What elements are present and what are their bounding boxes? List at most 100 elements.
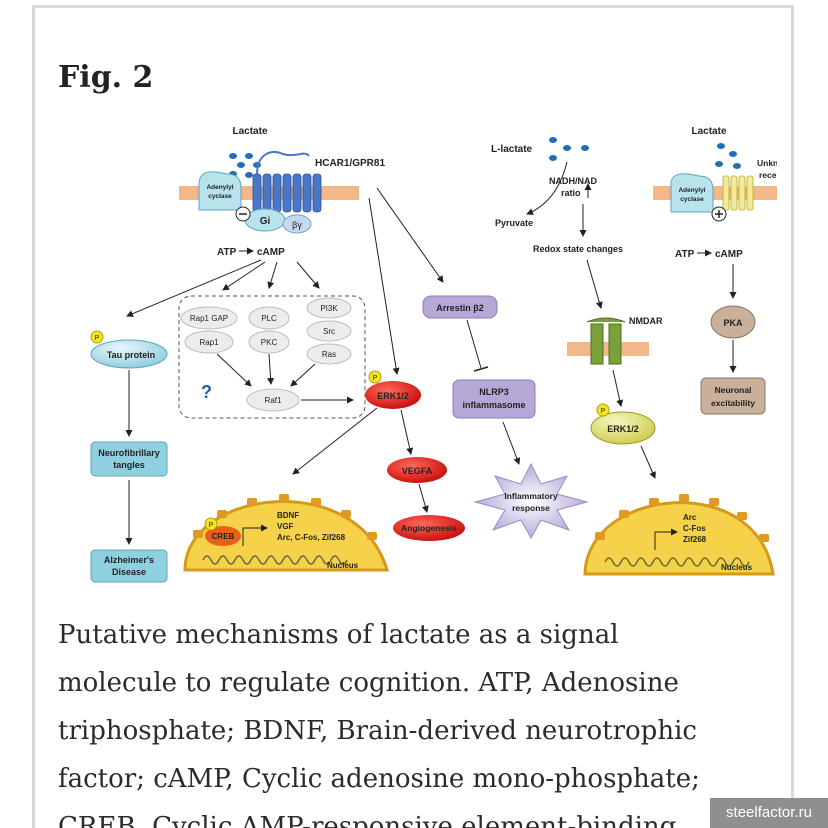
unknown-label-1: Unknown bbox=[757, 158, 777, 168]
alzheimers-disease bbox=[90, 549, 168, 583]
erk-mid-arrow bbox=[640, 445, 656, 479]
kinase-cluster-box bbox=[178, 295, 366, 419]
phospho-tau-label: P bbox=[95, 335, 100, 342]
erk-left-label: ERK1/2 bbox=[377, 391, 409, 401]
nmdar-top bbox=[586, 317, 626, 323]
raf1-label: Raf1 bbox=[265, 396, 282, 405]
dna-left bbox=[202, 555, 348, 565]
lactate-molecules-left bbox=[229, 153, 261, 178]
angiogenesis bbox=[393, 515, 465, 541]
pyruvate-label: Pyruvate bbox=[495, 218, 533, 228]
figure-card: Fig. 2 bbox=[32, 5, 794, 828]
tau-protein-label: Tau protein bbox=[107, 350, 155, 360]
nadh-label-2: ratio bbox=[561, 188, 581, 198]
neuro-label-2: tangles bbox=[113, 460, 145, 470]
neurofibrillary-tangles bbox=[90, 441, 168, 477]
phospho-tau bbox=[90, 330, 104, 344]
pka-label: PKA bbox=[723, 318, 743, 328]
kinase-arrows bbox=[216, 353, 354, 404]
watermark: steelfactor.ru bbox=[710, 798, 828, 828]
camp-right: cAMP bbox=[715, 249, 743, 260]
nucleus-left-label: Nucleus bbox=[327, 561, 359, 570]
arrestin-inhibit bbox=[466, 319, 482, 369]
arc-label: Arc bbox=[683, 513, 697, 522]
hcar1-receptor bbox=[252, 173, 322, 213]
nmdar-label: NMDAR bbox=[629, 316, 663, 326]
lactate-molecules-right bbox=[715, 143, 741, 169]
lactate-label-right: Lactate bbox=[691, 126, 726, 137]
lactate-molecules-mid bbox=[549, 137, 589, 161]
dna-right bbox=[604, 557, 750, 567]
pkc-label: PKC bbox=[261, 338, 278, 347]
arrestin-inhibit-bar bbox=[473, 366, 489, 372]
atp-right: ATP bbox=[675, 249, 695, 260]
excit-label-1: Neuronal bbox=[715, 385, 752, 395]
atp-left: ATP bbox=[217, 247, 237, 258]
phospho-erk-mid bbox=[596, 403, 610, 417]
redox-label: Redox state changes bbox=[533, 244, 623, 254]
creb-label: CREB bbox=[212, 532, 235, 541]
membrane-mid bbox=[567, 342, 649, 356]
nucleus-right-pores bbox=[595, 494, 769, 542]
beta-gamma-subunit bbox=[282, 214, 312, 234]
l-lactate-label: L-lactate bbox=[491, 144, 533, 155]
vgf-label: VGF bbox=[277, 522, 294, 531]
phospho-erk-left-label: P bbox=[373, 375, 378, 382]
receptor-label: HCAR1/GPR81 bbox=[315, 158, 385, 169]
kinase-nodes bbox=[180, 297, 352, 412]
nmdar-erk-arrow bbox=[612, 369, 624, 407]
cfos-label: C-Fos bbox=[683, 524, 706, 533]
gi-label: Gi bbox=[260, 216, 271, 227]
question-mark: ? bbox=[201, 382, 212, 402]
neuro-label-1: Neurofibrillary bbox=[98, 448, 160, 458]
excit-label-2: excitability bbox=[711, 398, 755, 408]
arrestin-label: Arrestin β2 bbox=[436, 303, 484, 313]
genes-left-label: Arc, C-Fos, Zif268 bbox=[277, 533, 346, 542]
nlrp3-label-2: inflammasome bbox=[462, 400, 525, 410]
adenylyl-cyclase-label-left: Adenylyl bbox=[206, 184, 233, 191]
inflam-label-1: Inflammatory bbox=[504, 491, 558, 501]
figure-caption: Putative mechanisms of lactate as a sign… bbox=[58, 620, 700, 828]
adenylyl-cyclase-left bbox=[198, 171, 242, 211]
erk-left bbox=[365, 381, 421, 409]
camp-arrows bbox=[126, 187, 444, 375]
pka bbox=[710, 305, 756, 339]
pathway-diagram: Lactate HCAR1/GPR81 Adenylyl cyclase Gi … bbox=[90, 126, 777, 583]
erk-left-arrows bbox=[292, 407, 414, 475]
unknown-receptor bbox=[722, 175, 754, 211]
nlrp3-inflammasome bbox=[452, 379, 536, 419]
nucleus-right-label: Nucleus bbox=[721, 563, 753, 572]
phospho-creb-label: P bbox=[209, 522, 214, 529]
alz-label-1: Alzheimer's bbox=[104, 555, 154, 565]
vegfa-arrow bbox=[418, 483, 429, 513]
tau-protein bbox=[90, 339, 168, 369]
zif-label: Zif268 bbox=[683, 535, 707, 544]
nlrp3-arrow bbox=[502, 421, 521, 465]
alz-label-2: Disease bbox=[112, 567, 146, 577]
vegfa bbox=[387, 457, 447, 483]
rap1-label: Rap1 bbox=[199, 338, 219, 347]
neuronal-excitability bbox=[700, 377, 766, 415]
arrestin-beta2 bbox=[422, 295, 498, 319]
pi3k-label: PI3K bbox=[320, 304, 338, 313]
ras-label: Ras bbox=[322, 350, 336, 359]
inflammatory-response bbox=[473, 462, 589, 540]
unknown-label-2: receptor bbox=[759, 170, 777, 180]
adenylyl-cyclase-right bbox=[670, 173, 714, 213]
adenylyl-cyclase-label-left-2: cyclase bbox=[208, 193, 232, 200]
nlrp3-label-1: NLRP3 bbox=[479, 387, 509, 397]
plc-label: PLC bbox=[261, 314, 277, 323]
erk-mid bbox=[590, 411, 656, 445]
lactate-label-left: Lactate bbox=[232, 126, 267, 137]
nmdar-channel bbox=[590, 323, 622, 365]
figure-title: Fig. 2 bbox=[58, 60, 154, 95]
phospho-erk-mid-label: P bbox=[601, 408, 606, 415]
bdnf-label: BDNF bbox=[277, 511, 299, 520]
adenylyl-cyclase-label-right-2: cyclase bbox=[680, 196, 704, 203]
phospho-creb bbox=[204, 517, 218, 531]
inflam-label-2: response bbox=[512, 503, 550, 513]
nucleus-left-pores bbox=[193, 494, 377, 540]
erk-mid-label: ERK1/2 bbox=[607, 424, 639, 434]
angiogenesis-label: Angiogenesis bbox=[401, 523, 457, 533]
receptor-loop bbox=[256, 151, 310, 175]
